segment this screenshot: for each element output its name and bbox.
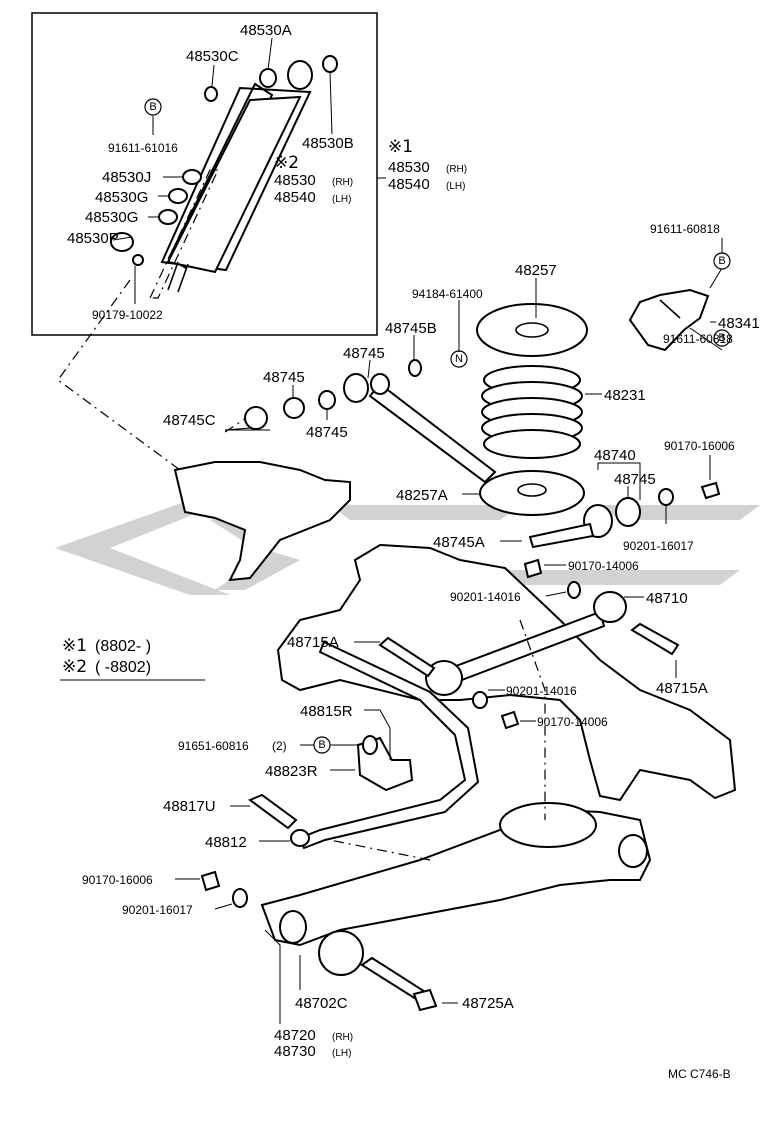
label-91651-qty: (2) [272, 739, 287, 753]
label-48231: 48231 [604, 387, 646, 404]
label-lh-suffix: (LH) [332, 194, 351, 205]
label-48530b: 48530B [302, 135, 354, 152]
label-rh-suffix: (RH) [332, 1032, 353, 1043]
upper-mount-bracket [628, 288, 710, 352]
label-48730: 48730 [274, 1043, 316, 1060]
label-91651-60816: 91651-60816 [178, 739, 249, 753]
label-90170-16006: 90170-16006 [82, 873, 153, 887]
b-circle-mark: B [718, 255, 725, 267]
label-48530p: 48530P [67, 230, 119, 247]
coil-spring [476, 303, 588, 516]
label-48257: 48257 [515, 262, 557, 279]
b-circle-mark: B [718, 332, 725, 344]
label-48715a: 48715A [656, 680, 708, 697]
label-90201-14016: 90201-14016 [506, 684, 577, 698]
ref-mark-1: ※1 [388, 137, 413, 157]
note-text-2: ( -8802) [95, 659, 151, 676]
label-90170-14006: 90170-14006 [568, 559, 639, 573]
label-rh-suffix: (RH) [446, 164, 467, 175]
label-48745: 48745 [263, 369, 305, 386]
label-90170-16006: 90170-16006 [664, 439, 735, 453]
label-90170-14006: 90170-14006 [537, 715, 608, 729]
label-48745: 48745 [343, 345, 385, 362]
label-48745a: 48745A [433, 534, 485, 551]
label-48745c: 48745C [163, 412, 216, 429]
b-circle-mark: B [318, 739, 325, 751]
label-48530g: 48530G [95, 189, 148, 206]
label-91611-61016: 91611-61016 [108, 141, 178, 155]
diagram-code: MC C746-B [668, 1067, 731, 1081]
note-mark-1: ※1 [62, 636, 87, 656]
label-90201-14016: 90201-14016 [450, 590, 521, 604]
n-circle-mark: N [455, 353, 463, 365]
label-90201-16017: 90201-16017 [623, 539, 694, 553]
label-48745: 48745 [306, 424, 348, 441]
label-48745: 48745 [614, 471, 656, 488]
part-labels: 48530A 48530C 48530B 91611-61016 48530J … [67, 22, 760, 1060]
label-48725a: 48725A [462, 995, 514, 1012]
shock-absorber-inset [31, 12, 378, 336]
label-48815r: 48815R [300, 703, 353, 720]
label-48710: 48710 [646, 590, 688, 607]
label-48715a: 48715A [287, 634, 339, 651]
label-lh-suffix: (LH) [332, 1048, 351, 1059]
label-90179-10022: 90179-10022 [92, 308, 163, 322]
lower-trailing-arm [200, 802, 652, 1012]
label-48530: 48530 [388, 159, 430, 176]
label-48740: 48740 [594, 447, 636, 464]
label-48530j: 48530J [102, 169, 151, 186]
label-48540: 48540 [388, 176, 430, 193]
label-48720: 48720 [274, 1027, 316, 1044]
b-circle-mark: B [149, 101, 156, 113]
label-48257a: 48257A [396, 487, 448, 504]
label-48812: 48812 [205, 834, 247, 851]
label-48341: 48341 [718, 315, 760, 332]
label-48540: 48540 [274, 189, 316, 206]
upper-control-arm [378, 591, 680, 730]
label-90201-16017: 90201-16017 [122, 903, 193, 917]
label-48530: 48530 [274, 172, 316, 189]
label-lh-suffix: (LH) [446, 181, 465, 192]
circle-marks: B B B B [144, 98, 731, 754]
label-48823r: 48823R [265, 763, 318, 780]
lateral-rod: N [244, 350, 497, 484]
note-mark-2: ※2 [62, 657, 87, 677]
note-text-1: (8802- ) [95, 638, 151, 655]
label-rh-suffix: (RH) [332, 177, 353, 188]
date-notes: ※1 (8802- ) ※2 ( -8802) [62, 636, 151, 677]
label-48530a: 48530A [240, 22, 292, 39]
label-48702c: 48702C [295, 995, 348, 1012]
stabilizer-bar [247, 640, 480, 850]
lower-link-bushing [523, 481, 721, 599]
label-48530c: 48530C [186, 48, 239, 65]
ref-mark-2: ※2 [274, 153, 299, 173]
label-94184-61400: 94184-61400 [412, 287, 483, 301]
leader-lines [60, 37, 723, 1024]
label-48745b: 48745B [385, 320, 437, 337]
axle-housing [173, 461, 737, 802]
label-48817u: 48817U [163, 798, 216, 815]
label-48530g: 48530G [85, 209, 138, 226]
label-91611-60818: 91611-60818 [650, 222, 720, 236]
shock-absorber [110, 55, 338, 299]
label-91611-60818: 91611-60818 [663, 332, 733, 346]
